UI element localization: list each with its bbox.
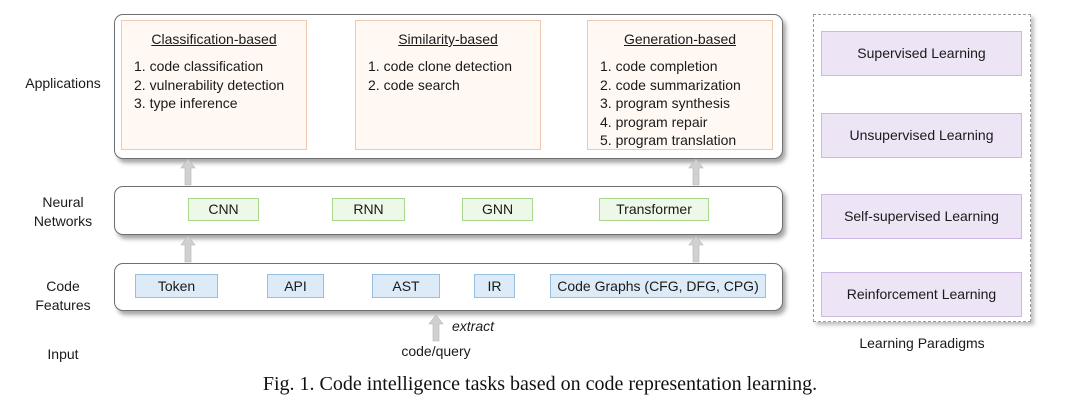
paradigm-reinforcement: Reinforcement Learning: [821, 272, 1022, 317]
feature-chip-code-graphs: Code Graphs (CFG, DFG, CPG): [550, 274, 766, 298]
figure-caption: Fig. 1. Code intelligence tasks based on…: [262, 373, 818, 395]
paradigm-self-supervised: Self-supervised Learning: [821, 194, 1022, 239]
nn-chip-transformer: Transformer: [599, 198, 709, 221]
nn-chip-rnn: RNN: [332, 198, 405, 221]
generation-list: 1. code completion 2. code summarization…: [600, 57, 741, 150]
up-arrow-icon: [428, 314, 444, 342]
row-label-line: Features: [35, 297, 91, 313]
row-label-line: Code: [46, 278, 80, 294]
input-text: code/query: [401, 343, 471, 359]
generation-title: Generation-based: [623, 31, 737, 47]
list-item: 2. code summarization: [600, 76, 741, 93]
up-arrow-icon: [180, 235, 196, 263]
feature-chip-api: API: [267, 274, 324, 298]
classification-title: Classification-based: [151, 31, 277, 47]
classification-list: 1. code classification 2. vulnerability …: [134, 57, 284, 113]
up-arrow-icon: [688, 158, 704, 186]
list-item: 3. type inference: [134, 95, 238, 111]
row-label-line: Networks: [33, 213, 93, 229]
classification-card: Classification-based 1. code classificat…: [121, 20, 307, 150]
list-item: 1. code classification: [134, 58, 264, 74]
paradigm-supervised: Supervised Learning: [821, 31, 1022, 76]
feature-chip-ast: AST: [372, 274, 440, 298]
list-item: 1. code clone detection: [368, 58, 512, 74]
list-item: 3. program synthesis: [600, 95, 730, 111]
extract-label: extract: [452, 318, 495, 334]
similarity-card: Similarity-based 1. code clone detection…: [355, 20, 541, 150]
list-item: 1. code completion: [600, 58, 718, 74]
row-label-neural-networks: Neural Networks: [18, 193, 108, 231]
learning-paradigms-box: [813, 14, 1031, 322]
nn-chip-cnn: CNN: [188, 198, 259, 221]
list-item: 2. vulnerability detection: [134, 76, 285, 93]
nn-chip-gnn: GNN: [462, 198, 533, 221]
paradigm-unsupervised: Unsupervised Learning: [821, 113, 1022, 158]
similarity-list: 1. code clone detection 2. code search: [368, 57, 512, 94]
up-arrow-icon: [688, 235, 704, 263]
row-label-input: Input: [47, 346, 79, 362]
list-item: 2. code search: [368, 76, 460, 93]
up-arrow-icon: [180, 158, 196, 186]
row-label-code-features: Code Features: [18, 277, 108, 315]
generation-card: Generation-based 1. code completion 2. c…: [587, 20, 773, 150]
feature-chip-token: Token: [135, 274, 218, 298]
learning-paradigms-label: Learning Paradigms: [859, 335, 985, 351]
list-item: 4. program repair: [600, 113, 708, 130]
similarity-title: Similarity-based: [398, 31, 498, 47]
list-item: 5. program translation: [600, 132, 737, 148]
row-label-applications: Applications: [25, 75, 101, 91]
feature-chip-ir: IR: [474, 274, 515, 298]
row-label-line: Neural: [42, 194, 84, 210]
